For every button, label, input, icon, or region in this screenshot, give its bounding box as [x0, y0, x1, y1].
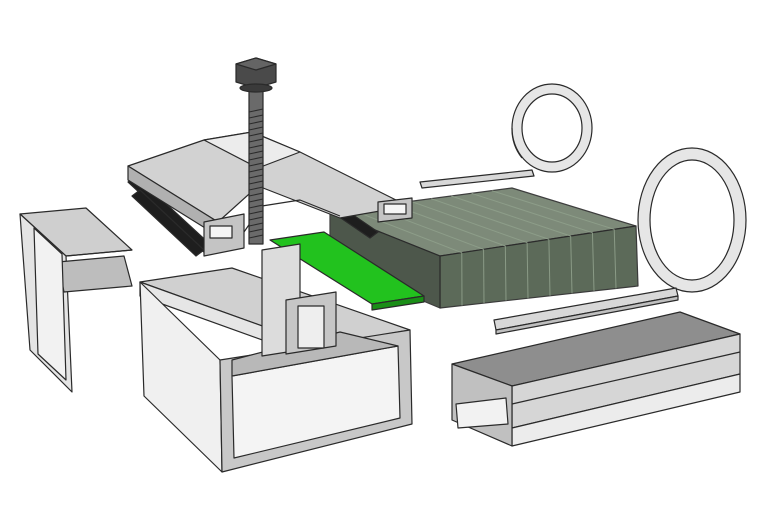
bolt-thread-line — [248, 234, 264, 239]
bolt-thread-line — [248, 120, 264, 125]
sheet-flute-line — [504, 245, 507, 301]
bolt-thread-line — [248, 150, 264, 155]
bolt-thread-line — [248, 126, 264, 131]
bolt-thread-line — [248, 162, 264, 167]
sheet-flute-line — [591, 232, 595, 291]
sheet-rib-line — [451, 195, 571, 237]
bolt-thread-line — [248, 222, 264, 227]
end-cap-profile — [451, 311, 741, 447]
base-profile — [139, 243, 413, 473]
bolt-thread-line — [248, 180, 264, 185]
sheet-rib-line — [410, 200, 528, 244]
bolt-thread-line — [248, 192, 264, 197]
bolt-thread-line — [248, 198, 264, 203]
bolt-thread-line — [248, 114, 264, 119]
sheet-rib-line — [491, 190, 615, 230]
bolt-thread-line — [248, 108, 264, 113]
sealing-strip-top — [419, 169, 535, 189]
sheet-flute-line — [613, 229, 617, 289]
bolt-thread-line — [248, 132, 264, 137]
sheet-flute-line — [548, 239, 551, 296]
sheet-flute-line — [526, 242, 529, 299]
bolt-thread-line — [248, 168, 264, 173]
sheet-rib-line — [350, 208, 462, 254]
bolt-thread-line — [248, 228, 264, 233]
green-tape — [269, 231, 425, 311]
bolt-thread-line — [248, 210, 264, 215]
bolt-thread-line — [248, 186, 264, 191]
bolt-thread-line — [248, 138, 264, 143]
bolt-thread-line — [248, 156, 264, 161]
bolt-thread-line — [248, 204, 264, 209]
sheet-flute-line — [570, 235, 573, 294]
bolt-thread-line — [248, 144, 264, 149]
clamp-profile — [127, 131, 413, 257]
bolt-thread-line — [248, 216, 264, 221]
ring-large — [637, 147, 747, 293]
sealing-strip-bottom — [493, 287, 679, 335]
ring-small — [511, 83, 593, 173]
sheet-rib-line — [430, 198, 550, 240]
bolt-thread-line — [248, 174, 264, 179]
side-profile — [19, 207, 133, 393]
hex-bolt — [235, 57, 277, 245]
sheet-rib-line — [471, 192, 593, 234]
